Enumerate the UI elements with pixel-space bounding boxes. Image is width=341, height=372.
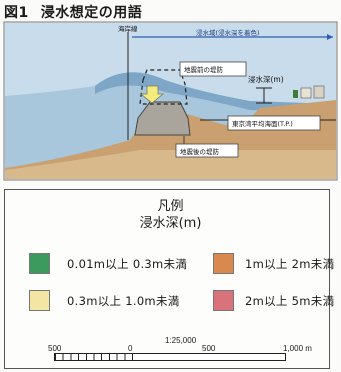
levee-after-label-box (175, 143, 239, 158)
levee-after-label: 地震後の堤防 (180, 147, 220, 156)
legend-label-4: 2m以上 5m未満 (245, 294, 335, 308)
legend-label-1: 0.01m以上 0.3m未満 (67, 257, 188, 271)
legend-subtitle: 浸水深(m) (139, 216, 202, 231)
legend-swatch-green (29, 253, 50, 274)
figure-title: 図1 浸水想定の用語 (4, 2, 142, 22)
inundation-swell (95, 72, 336, 112)
scale-tick-1000: 1,000 m (283, 344, 312, 353)
inundation-diagram: 海岸線 浸水域(浸水深を着色) 地震前の堤防 浸水深(m) 東京湾平均海面(T.… (3, 21, 338, 181)
tree (293, 90, 298, 98)
levee-before-earthquake-outline (139, 69, 188, 105)
scale-ratio: 1:25,000 (165, 336, 197, 345)
legend-swatch-yellow (29, 290, 50, 311)
scale-bar-segment (132, 354, 210, 360)
subsidence-arrow (139, 85, 165, 104)
levee-after-earthquake (134, 101, 191, 136)
legend-title: 凡例 (157, 199, 184, 214)
inundation-depth-label: 浸水深(m) (248, 74, 284, 84)
scale-bar (54, 353, 286, 361)
scale-tick-500-left: 500 (48, 344, 62, 353)
scale-tick-0: 0 (128, 344, 133, 353)
legend-label-2: 1m以上 2m未満 (245, 257, 335, 271)
ground-layer (5, 150, 336, 179)
coastline-label: 海岸線 (118, 24, 138, 33)
levee-before-label-box (179, 61, 247, 77)
legend-label-3: 0.3m以上 1.0m未満 (67, 294, 180, 308)
figure-number: 図1 (4, 5, 29, 21)
legend-swatch-orange (213, 253, 234, 274)
scale-tick-500-right: 500 (202, 344, 216, 353)
scale-bar-fine-ticks (55, 354, 132, 360)
tp-label-box (227, 115, 321, 131)
inundation-area-arrowhead (327, 34, 333, 40)
figure-title-text: 浸水想定の用語 (40, 5, 143, 21)
legend-panel (4, 189, 330, 369)
house-2 (313, 85, 325, 99)
levee-before-label: 地震前の堤防 (184, 65, 224, 74)
tp-label: 東京湾平均海面(T.P.) (232, 119, 293, 128)
inundation-area-label: 浸水域(浸水深を着色) (196, 28, 260, 37)
legend-swatch-pink (213, 290, 234, 311)
house (300, 87, 312, 99)
